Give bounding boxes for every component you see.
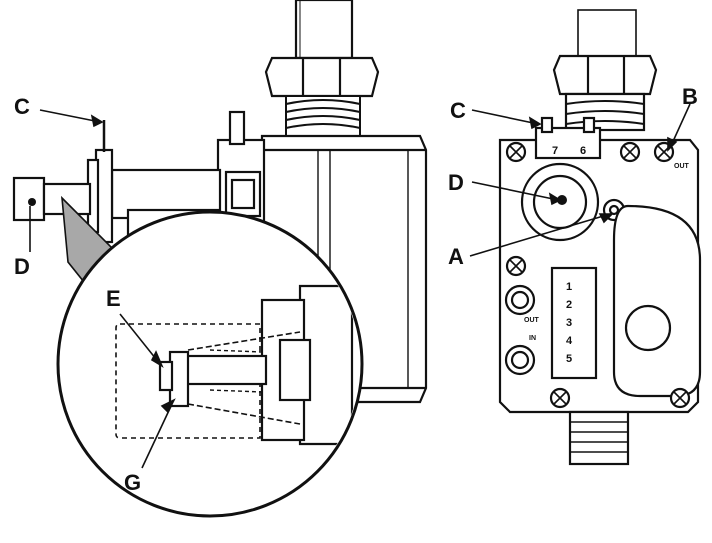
label-g: G bbox=[124, 470, 141, 495]
label-b: B bbox=[682, 84, 698, 109]
label-e: E bbox=[106, 286, 121, 311]
out-marking: OUT bbox=[674, 163, 690, 170]
label-c-right: C bbox=[450, 98, 466, 123]
label-d-left: D bbox=[14, 254, 30, 279]
leader-lines bbox=[29, 103, 691, 469]
terminal-number: 1 bbox=[566, 281, 572, 293]
label-a: A bbox=[448, 244, 464, 269]
front-view-valve bbox=[498, 9, 702, 466]
terminal-number: 2 bbox=[566, 299, 572, 311]
in-marking: IN bbox=[529, 335, 536, 342]
label-d-right: D bbox=[448, 170, 464, 195]
terminal-strip-numbers: 1 2 3 4 5 bbox=[566, 281, 573, 365]
terminal-label-2: 6 bbox=[580, 145, 586, 157]
label-c-left: C bbox=[14, 94, 30, 119]
terminal-number: 5 bbox=[566, 353, 572, 365]
port-d-dot bbox=[557, 195, 567, 205]
terminal-number: 3 bbox=[566, 317, 572, 329]
connector-d-dot bbox=[28, 198, 36, 206]
terminal-number: 4 bbox=[566, 335, 573, 347]
in-out-marking: OUT bbox=[524, 317, 540, 324]
terminal-label-1: 7 bbox=[552, 145, 558, 157]
magnifier-circle bbox=[56, 210, 364, 518]
